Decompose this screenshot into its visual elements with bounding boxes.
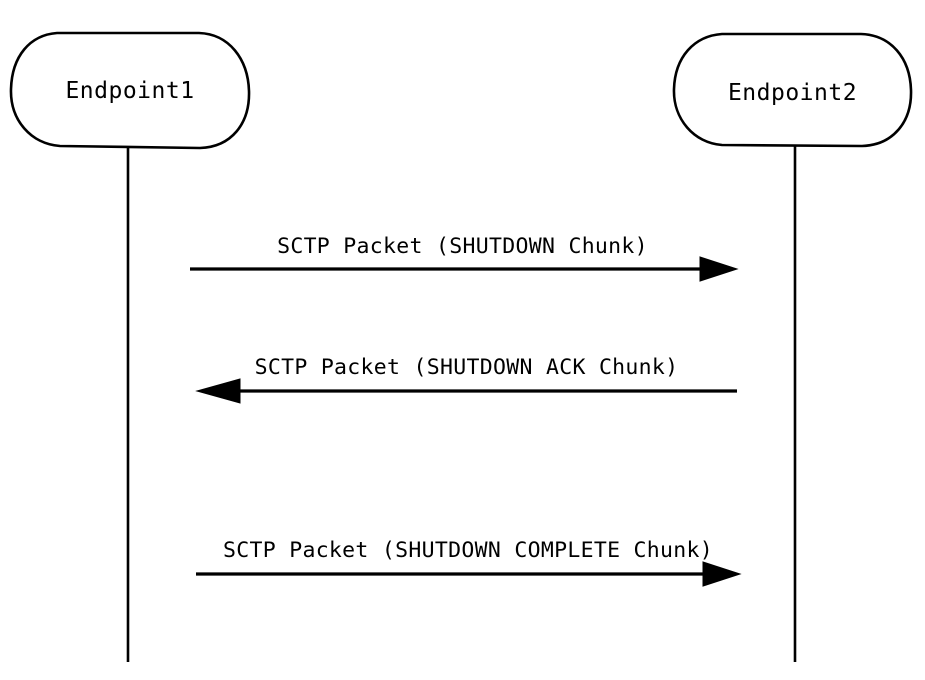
participant-label-endpoint1: Endpoint1 — [65, 78, 195, 104]
message-arrow-shutdown-complete[interactable] — [196, 561, 742, 587]
message-arrow-shutdown-ack[interactable] — [195, 378, 737, 404]
message-label-shutdown-ack: SCTP Packet (SHUTDOWN ACK Chunk) — [254, 355, 679, 380]
participant-label-endpoint2: Endpoint2 — [727, 80, 858, 106]
message-label-shutdown: SCTP Packet (SHUTDOWN Chunk) — [277, 234, 648, 259]
participant-box-endpoint1[interactable] — [9, 31, 251, 150]
message-label-shutdown-complete: SCTP Packet (SHUTDOWN COMPLETE Chunk) — [222, 538, 714, 563]
participant-box-endpoint2[interactable] — [672, 32, 913, 148]
message-arrow-shutdown[interactable] — [190, 256, 739, 282]
